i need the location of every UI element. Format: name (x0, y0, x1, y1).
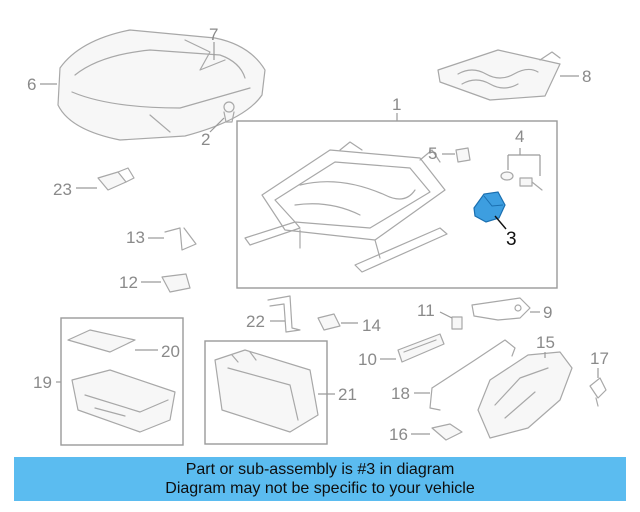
seat-cushion-part (57, 29, 266, 141)
bracket-part-13 (164, 227, 197, 251)
clip-part-11 (451, 316, 463, 330)
callout-3: 3 (506, 229, 517, 250)
bracket-part-12 (161, 273, 191, 293)
rod-part-18 (429, 339, 516, 411)
parts-diagram: 6 7 2 8 1 5 4 (27, 25, 609, 446)
banner-line-1: Part or sub-assembly is #3 in diagram (185, 461, 455, 478)
callout-2: 2 (201, 130, 210, 149)
callout-21: 21 (338, 385, 357, 404)
info-banner: Part or sub-assembly is #3 in diagram Di… (14, 457, 626, 501)
clip-part-2 (223, 101, 235, 123)
callout-14: 14 (362, 316, 381, 335)
connector-part-23 (97, 167, 135, 191)
highlighted-part-3 (473, 191, 506, 223)
drawer-part-21 (214, 349, 319, 433)
banner-line-2: Diagram may not be specific to your vehi… (165, 480, 475, 497)
callout-1: 1 (392, 95, 401, 114)
callout-12: 12 (119, 273, 138, 292)
seat-frame-part (244, 141, 448, 273)
callout-23: 23 (53, 180, 72, 199)
drawer-box-assembly (204, 340, 328, 445)
callout-8: 8 (582, 67, 591, 86)
frame-assembly-box (236, 120, 558, 289)
side-cover-part-15 (477, 351, 573, 439)
callout-13: 13 (126, 228, 145, 247)
callout-19: 19 (33, 373, 52, 392)
callout-5: 5 (428, 144, 437, 163)
callout-22: 22 (246, 312, 265, 331)
switch-part-14 (317, 313, 341, 331)
callout-20: 20 (161, 342, 180, 361)
callout-7: 7 (209, 25, 218, 44)
callout-16: 16 (389, 425, 408, 444)
callout-6: 6 (27, 75, 36, 94)
nut-bolt-part-4 (500, 171, 543, 191)
handle-part-10 (397, 333, 445, 363)
callout-18: 18 (391, 384, 410, 403)
callout-9: 9 (543, 303, 552, 322)
clip-part-16 (431, 423, 463, 441)
callout-15: 15 (536, 333, 555, 352)
callout-17: 17 (590, 349, 609, 368)
callout-11: 11 (417, 301, 435, 320)
callout-10: 10 (358, 350, 377, 369)
cap-part-5 (455, 147, 471, 163)
callout-4: 4 (515, 127, 524, 146)
screw-part-17 (589, 377, 607, 407)
bracket-part-22 (267, 295, 301, 333)
heater-pad-part (437, 49, 561, 101)
lever-part-9 (471, 297, 531, 321)
storage-tray-part (67, 329, 176, 433)
